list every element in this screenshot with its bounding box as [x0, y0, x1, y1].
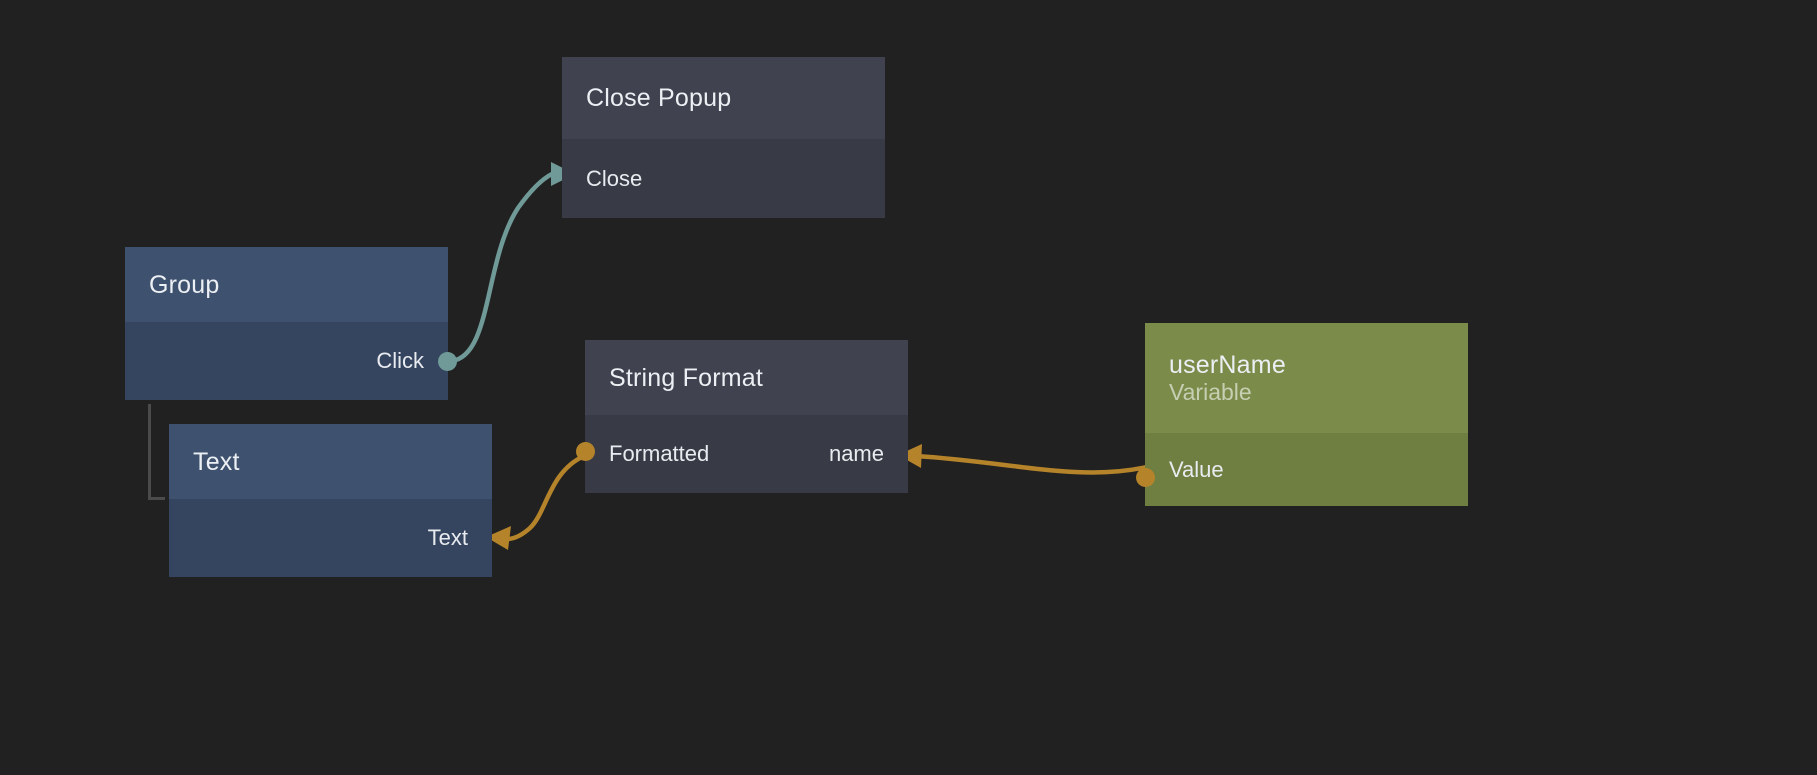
port-dot-value-out[interactable] [1136, 468, 1155, 487]
node-close-popup[interactable]: Close Popup Close [562, 57, 885, 218]
port-row-value[interactable]: Value [1145, 433, 1468, 506]
node-text[interactable]: Text Text [169, 424, 492, 577]
node-username-body: Value [1136, 433, 1468, 506]
node-text-title: Text [193, 447, 240, 476]
node-username-header[interactable]: userName Variable [1145, 323, 1468, 433]
port-row-text[interactable]: Text [169, 499, 492, 577]
hierarchy-bracket [148, 404, 165, 500]
hierarchy-bracket-horizontal [148, 497, 165, 500]
wire-value-to-name [898, 444, 1150, 475]
port-label-name: name [828, 441, 884, 466]
hierarchy-bracket-vertical [148, 404, 151, 500]
node-close-popup-title: Close Popup [586, 84, 732, 112]
wire-click-to-close [448, 162, 575, 364]
port-label-click: Click [376, 348, 424, 373]
node-username-title: userName [1169, 350, 1286, 379]
port-label-text: Text [427, 525, 468, 550]
node-string-format-title: String Format [609, 363, 764, 392]
wire-formatted-to-text [486, 453, 587, 550]
node-string-format[interactable]: String Format Formatted name [576, 340, 908, 493]
node-group[interactable]: Group Click [125, 247, 457, 400]
port-label-formatted: Formatted [609, 441, 710, 466]
port-label-close: Close [586, 165, 643, 191]
node-string-format-body: Formatted name [576, 415, 908, 493]
node-username-variable[interactable]: userName Variable Value [1136, 323, 1468, 506]
node-text-header[interactable]: Text [169, 424, 492, 499]
node-group-title: Group [149, 270, 220, 299]
port-row-close[interactable]: Close [562, 139, 885, 218]
port-dot-formatted-out[interactable] [576, 442, 595, 461]
node-group-header[interactable]: Group [125, 247, 448, 322]
node-close-popup-header[interactable]: Close Popup [562, 57, 885, 139]
port-row-formatted-name[interactable]: Formatted name [585, 415, 908, 493]
port-row-click[interactable]: Click [125, 322, 448, 400]
node-string-format-header[interactable]: String Format [585, 340, 908, 415]
node-group-body: Click [125, 322, 457, 400]
port-dot-click-out[interactable] [438, 352, 457, 371]
node-text-body: Text [169, 499, 492, 577]
node-close-popup-body: Close [562, 139, 885, 218]
port-label-value: Value [1169, 456, 1224, 482]
node-username-subtitle: Variable [1169, 378, 1252, 405]
